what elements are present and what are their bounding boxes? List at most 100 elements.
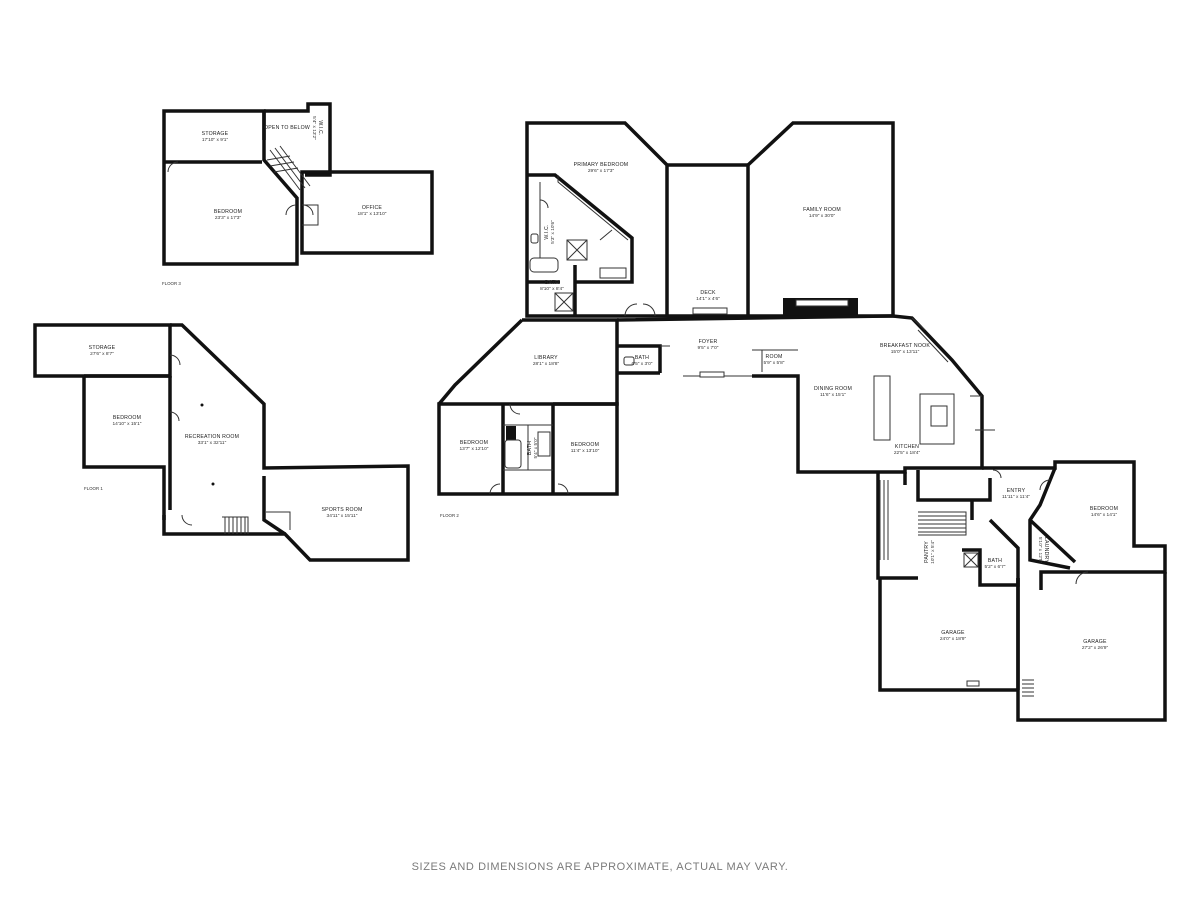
floor1-sports-wall	[262, 476, 286, 536]
room-dim: 10'1" x 5'4"	[930, 540, 936, 564]
room-name: BEDROOM	[571, 442, 599, 448]
room-name: STORAGE	[202, 131, 229, 137]
office-outline	[300, 170, 434, 255]
room-dim: 27'2" x 26'9"	[1082, 645, 1109, 651]
room-name: KITCHEN	[895, 444, 919, 450]
bath-vanity	[537, 431, 551, 457]
room-name: BATH	[988, 558, 1002, 564]
toilet	[530, 233, 539, 244]
stair-lines	[266, 145, 311, 191]
closet-dark	[506, 426, 516, 440]
room-name: RECREATION ROOM	[185, 434, 239, 440]
foyer-door	[699, 371, 725, 378]
room-dim: 22'5" x 18'4"	[894, 450, 921, 456]
room-name: LIBRARY	[534, 355, 558, 361]
room-name: BEDROOM	[1090, 506, 1118, 512]
primary-closet-walls	[539, 175, 629, 258]
disclaimer-text: SIZES AND DIMENSIONS ARE APPROXIMATE, AC…	[411, 861, 789, 873]
room-name: BATH	[545, 280, 559, 286]
bedroom-right-walls	[1028, 467, 1077, 570]
right-doors	[992, 469, 1089, 585]
room-dim: 17'10" x 9'1"	[202, 137, 229, 143]
foyer-interior	[660, 345, 798, 377]
room-dim: 13'7" x 12'10"	[460, 446, 489, 452]
room-name: LAUNDRY	[1043, 537, 1049, 563]
room-dim: 5'3" x 10'6"	[550, 220, 556, 244]
room-name: PRIMARY BEDROOM	[574, 162, 629, 168]
room-dim: 5'4" x 5'0"	[533, 437, 539, 458]
room-dim: 6'5" x 3'0"	[632, 361, 653, 367]
post-marker	[200, 403, 204, 407]
primary-wing-outline	[525, 121, 669, 318]
post-marker	[211, 482, 215, 486]
floor-2: PRIMARY BEDROOM 29'6" x 17'3" W.I.C. 5'3…	[437, 121, 1167, 722]
floor1-bedroom	[82, 374, 170, 520]
laundry-walls	[962, 500, 1020, 587]
primary-doors	[539, 199, 656, 317]
room-dim: 11'6" x 15'1"	[820, 392, 846, 398]
floor-1: STORAGE 27'6" x 8'7" BEDROOM 14'10" x 15…	[33, 323, 410, 562]
room-dim: 5'9" x 5'8"	[764, 360, 785, 366]
room-dim: 8'10" x 8'4"	[540, 286, 564, 292]
room-name: GARAGE	[1083, 639, 1107, 645]
bed-doors	[489, 403, 569, 495]
room-dim: 11'4" x 13'10"	[571, 448, 600, 454]
room-name: BEDROOM	[214, 209, 242, 215]
room-name: DINING ROOM	[814, 386, 852, 392]
floor-label: FLOOR 2	[440, 513, 459, 518]
kitchen-island	[873, 375, 891, 441]
entry-wing-outline	[876, 460, 1167, 590]
room-name: W.I.C.	[317, 120, 323, 135]
room-dim: 28'1" x 18'8"	[533, 361, 560, 367]
room-dim: 27'6" x 8'7"	[90, 351, 114, 357]
room-dim: 14'6" x 14'1"	[1091, 512, 1118, 518]
room-dim: 33'1" x 32'11"	[198, 440, 227, 446]
room-dim: 14'9" x 30'0"	[809, 213, 836, 219]
room-name: BATH	[527, 441, 533, 455]
office-closet	[302, 204, 319, 226]
room-dim: 29'6" x 17'3"	[588, 168, 615, 174]
room-name: BATH	[635, 355, 649, 361]
floor3-stair-wall	[262, 102, 332, 177]
room-name: BEDROOM	[113, 415, 141, 421]
room-dim: 14'10" x 15'1"	[113, 421, 142, 427]
floor-label: FLOOR 3	[162, 281, 181, 286]
floor-3: STORAGE 17'10" x 9'1" OPEN TO BELOW W.I.…	[162, 102, 434, 286]
room-dim: 24'0" x 18'9"	[940, 636, 967, 642]
room-name: OPEN TO BELOW	[264, 125, 310, 131]
deck-outline	[667, 163, 750, 318]
room-dim: 5'2" x 6'7"	[985, 564, 1006, 570]
room-name: DECK	[700, 290, 716, 296]
room-dim: 9'5" x 7'0"	[698, 345, 719, 351]
primary-bath-walls	[527, 173, 634, 316]
cooktop	[930, 405, 948, 427]
floor-label: FLOOR 1	[84, 486, 103, 491]
floor3-doors	[167, 161, 314, 216]
bedroom-pair-outline	[437, 402, 619, 496]
room-name: GARAGE	[941, 630, 965, 636]
washer-x	[963, 552, 979, 568]
room-name: W.I.C.	[544, 224, 550, 239]
family-room-outline	[746, 121, 895, 318]
room-dim: 23'3" x 17'3"	[215, 215, 242, 221]
shower-x	[554, 239, 588, 312]
room-name: BREAKFAST NOOK	[880, 343, 930, 349]
room-name: PANTRY	[924, 541, 930, 563]
powder-sink	[623, 356, 635, 366]
library-outline	[437, 318, 619, 406]
room-name: STORAGE	[89, 345, 116, 351]
room-name: FOYER	[699, 339, 718, 345]
room-dim: 15'0" x 13'11"	[891, 349, 920, 355]
bathtub	[529, 257, 559, 273]
fireplace-hearth	[795, 299, 849, 307]
room-name: FAMILY ROOM	[803, 207, 841, 213]
stair-mudroom	[879, 480, 967, 560]
garage-left	[878, 572, 1167, 722]
room-dim: 34'11" x 15'11"	[327, 513, 358, 519]
room-dim: 14'1" x 4'6"	[696, 296, 720, 302]
jack-bath-walls	[503, 424, 553, 471]
garage-vent	[966, 680, 980, 687]
room-dim: 5'4" x 13'2"	[311, 116, 317, 140]
room-name: ENTRY	[1007, 488, 1026, 494]
room-name: SPORTS ROOM	[321, 507, 362, 513]
